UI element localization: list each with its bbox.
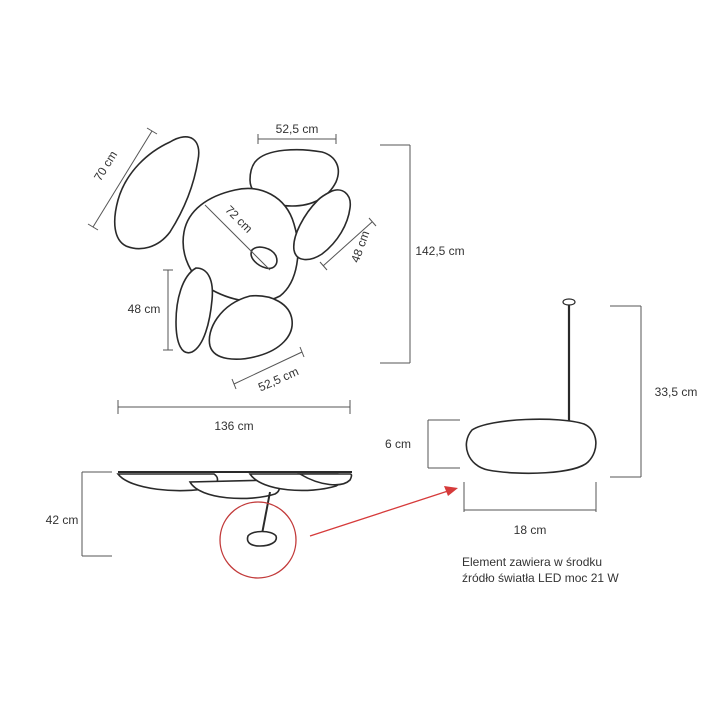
detail-arrow (309, 486, 458, 537)
label-total-width: 136 cm (214, 419, 253, 433)
label-top-left-height: 70 cm (91, 148, 120, 183)
label-bottom-width: 52,5 cm (256, 364, 301, 394)
dim-element-height: 6 cm (385, 419, 460, 469)
detail-element (465, 298, 597, 475)
note-line-2: źródło światła LED moc 21 W (462, 571, 619, 585)
dim-top-width: 52,5 cm (257, 122, 337, 144)
side-pendant-element (246, 530, 278, 547)
label-element-width: 18 cm (514, 523, 547, 537)
label-top-width: 52,5 cm (276, 122, 319, 136)
dim-element-drop: 33,5 cm (610, 305, 698, 478)
label-side-height: 42 cm (46, 513, 79, 527)
light-source-inner (250, 246, 278, 270)
blob-right (293, 189, 352, 261)
dim-side-height: 42 cm (46, 471, 112, 557)
label-left-height: 48 cm (128, 302, 161, 316)
note-line-1: Element zawiera w środku (462, 555, 602, 569)
dim-element-width: 18 cm (463, 482, 597, 537)
dim-left-height: 48 cm (128, 269, 173, 351)
blob-left (175, 267, 214, 354)
dim-total-width: 136 cm (117, 400, 351, 433)
side-view (116, 471, 353, 579)
label-element-drop: 33,5 cm (655, 385, 698, 399)
top-view (113, 136, 352, 360)
pendant-shade (465, 418, 597, 475)
label-element-height: 6 cm (385, 437, 411, 451)
label-right-height: 48 cm (348, 229, 372, 265)
note: Element zawiera w środku źródło światła … (462, 555, 619, 585)
dim-total-height: 142,5 cm (380, 144, 465, 364)
label-total-height: 142,5 cm (415, 244, 464, 258)
highlight-circle (219, 501, 297, 579)
side-blob-4 (297, 473, 353, 486)
side-pendant-rod (261, 491, 271, 535)
blob-top-left (113, 136, 200, 250)
blob-bottom (208, 295, 293, 360)
ceiling-mount (562, 298, 576, 306)
